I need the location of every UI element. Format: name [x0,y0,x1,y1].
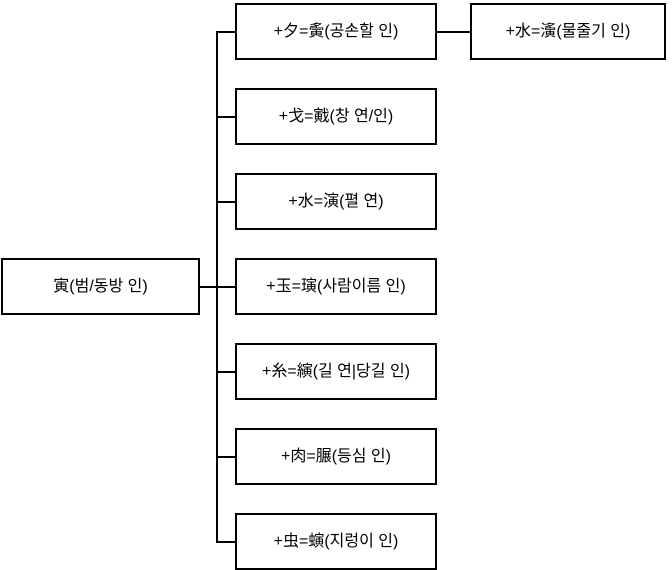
node-child-3: +水=演(펼 연) [235,173,437,230]
node-child-5-label: +糸=縯(길 연|당길 인) [262,362,410,380]
node-child-4-label: +玉=璌(사람이름 인) [266,277,406,295]
node-child-7-label: +虫=螾(지렁이 인) [273,532,399,550]
connector-root-link [200,286,216,288]
node-root: 寅(범/동방 인) [1,258,200,315]
node-child-7: +虫=螾(지렁이 인) [235,513,437,570]
node-child-1: +夕=夤(공손할 인) [235,3,437,60]
connector-child-5-stub [216,371,235,373]
node-child-1-label: +夕=夤(공손할 인) [273,22,399,40]
connector-child-6-stub [216,456,235,458]
node-grandchild-1: +水=濥(물줄기 인) [470,3,666,60]
connector-child-3-stub [216,201,235,203]
node-child-6-label: +肉=𦟌(등심 인) [281,447,391,465]
connector-child-7-stub [216,541,235,543]
node-child-4: +玉=璌(사람이름 인) [235,258,437,315]
node-child-2: +戈=戭(창 연/인) [235,88,437,145]
connector-child-1-stub [216,31,235,33]
connector-grandchild-link [437,31,470,33]
node-root-label: 寅(범/동방 인) [53,277,148,295]
node-child-3-label: +水=演(펼 연) [288,192,384,210]
connector-child-2-stub [216,116,235,118]
node-child-2-label: +戈=戭(창 연/인) [278,107,394,125]
node-child-5: +糸=縯(길 연|당길 인) [235,343,437,400]
connector-child-4-stub [216,286,235,288]
node-child-6: +肉=𦟌(등심 인) [235,428,437,485]
node-grandchild-1-label: +水=濥(물줄기 인) [505,22,631,40]
